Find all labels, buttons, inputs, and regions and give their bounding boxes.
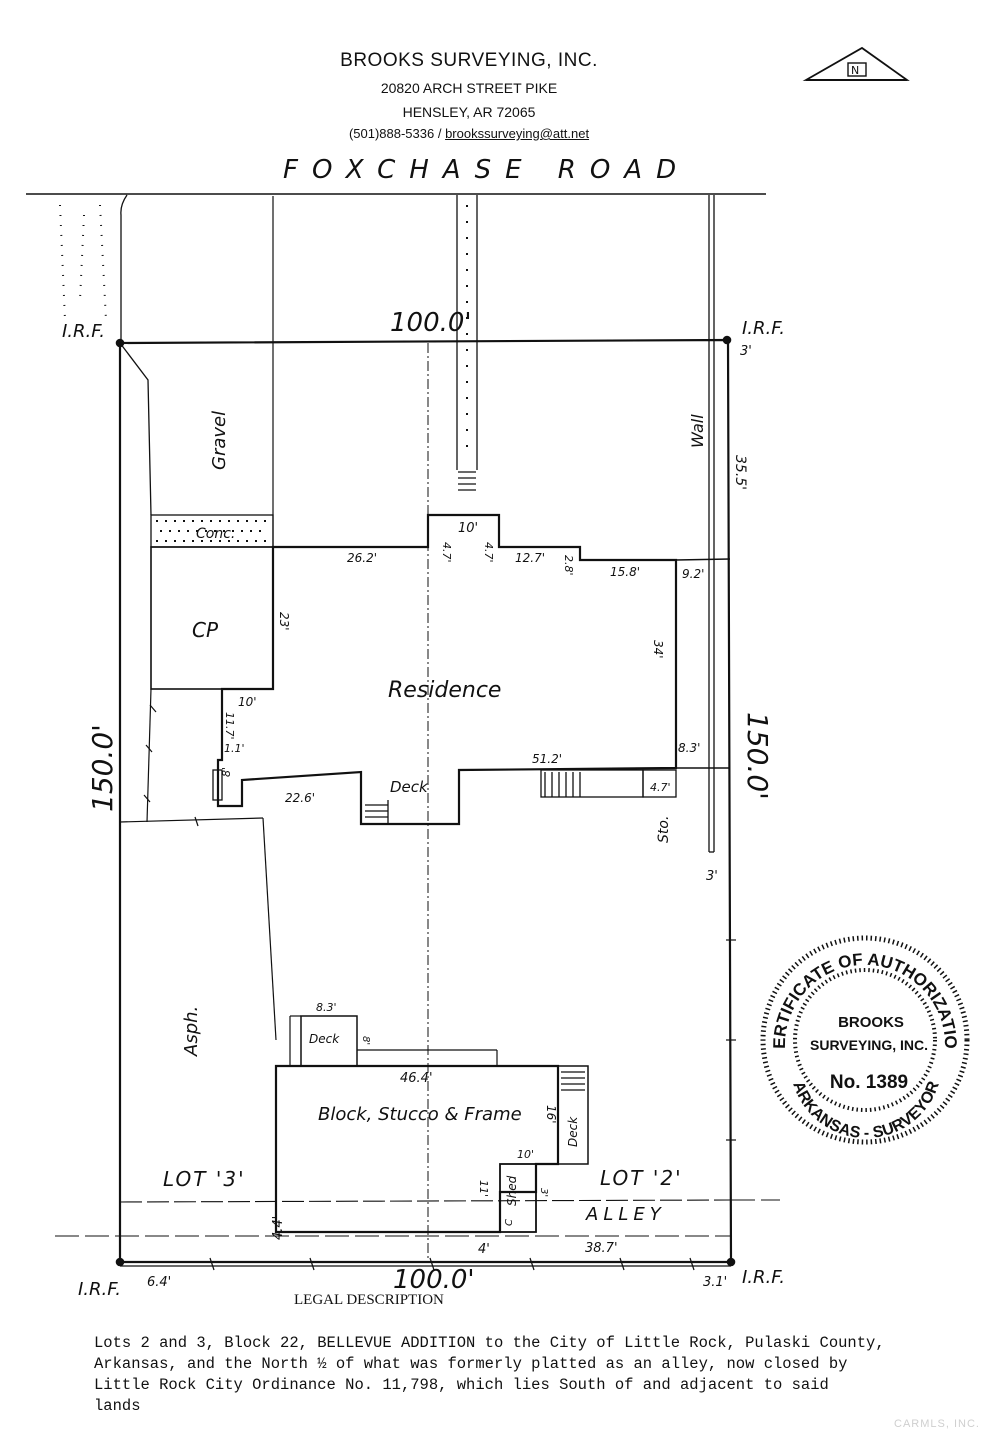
street-label: FOXCHASE ROAD [283,155,690,185]
seal-line2: SURVEYING, INC. [810,1037,928,1053]
sto-label: Sto. [656,816,672,843]
dim-8: 8' [220,767,233,777]
email-address: brookssurveying@att.net [445,126,590,141]
rear-building-label: Block, Stucco & Frame [318,1104,522,1125]
seal-line1: BROOKS [838,1014,904,1031]
shed-label: Shed [505,1175,519,1206]
legal-description-title: LEGAL DESCRIPTION [294,1292,444,1308]
residence-outline [216,513,678,826]
dim-22-6: 22.6' [285,791,315,805]
lot3-label: LOT '3' [163,1167,246,1191]
rear-side-deck-label: Deck [566,1116,580,1147]
dim-12-7: 12.7' [515,551,545,565]
monument-sw-label: I.R.F. [78,1279,121,1300]
address-line-2: HENSLEY, AR 72065 [402,104,536,120]
dim-23: 23' [277,612,291,631]
verge-dots [59,204,107,321]
conc-label: Conc. [196,526,235,542]
residence-label: Residence [388,678,501,703]
dim-34: 34' [651,640,665,659]
south-offset: 38.7' [585,1241,618,1256]
wall-label: Wall [688,414,707,448]
dim-10: 10' [458,521,478,536]
rear-building-side: 16' [544,1105,558,1124]
carport-label: CP [192,618,219,642]
sw-offset: 6.4' [147,1275,171,1290]
east-dimension: 150.0' [741,712,774,800]
north-label: N [851,64,859,77]
lot-alley-line [119,1199,732,1203]
contact-line: (501)888-5336 / brookssurveying@att.net [0,126,938,141]
garage-offset: 4.4' [271,1216,286,1240]
south-dimension: 100.0' [393,1265,475,1295]
rear-deck-depth: 8' [360,1036,371,1045]
dim-8-3: 8.3' [678,741,700,755]
dim-1-1: 1.1' [224,742,245,755]
dim-11-7: 11.7' [223,712,236,740]
monument-se [726,1257,736,1267]
phone-number: (501)888-5336 / [348,126,446,141]
seal-number: No. 1389 [830,1072,908,1093]
rear-fence [119,817,264,823]
dim-15-8: 15.8' [610,565,640,579]
dim-51-2: 51.2' [532,752,562,766]
monument-se-label: I.R.F. [742,1267,785,1288]
west-curb-line [120,194,128,343]
west-dimension: 150.0' [86,724,119,812]
rear-building-width: 46.4' [400,1071,433,1086]
south-small: 4' [478,1242,490,1257]
seal [760,935,970,1145]
dim-4-7-a: 4.7' [440,542,453,563]
address-line-1: 20820 ARCH STREET PIKE [380,80,558,96]
company-name: BROOKS SURVEYING, INC. [340,50,598,71]
lot2-label: LOT '2' [600,1166,683,1190]
rear-side-deck [557,1065,589,1165]
monument-ne [722,335,732,345]
rear-deck-label: Deck [309,1032,340,1046]
alley-label: ALLEY [585,1204,666,1225]
gravel-area [119,342,152,516]
shed-c-label: C [504,1219,515,1226]
north-dimension: 100.0' [390,308,472,338]
monument-ne-label: I.R.F. [742,318,785,339]
dim-9-2: 9.2' [682,567,704,581]
monument-nw-label: I.R.F. [62,321,105,342]
rear-deck-dim: 8.3' [316,1001,337,1014]
driveway [456,195,478,491]
monument-sw [115,1257,125,1267]
dim-4-7-b: 4.7' [482,542,495,563]
shed-side-dim: 11' [477,1180,490,1197]
wall-distance: 35.5' [732,455,748,490]
east-offset-mid: 3' [706,869,718,884]
shed-top-dim: 10' [517,1148,534,1161]
asph-label: Asph. [181,1006,202,1057]
dim-10-b: 10' [238,695,257,709]
dim-4-7-c: 4.7' [650,781,671,794]
dim-2-8: 2.8' [562,555,575,576]
shed [499,1163,537,1233]
watermark: CARMLS, INC. [894,1418,980,1430]
rear-building-outline [274,1064,560,1234]
shed-small-dim: 3' [538,1188,549,1197]
gravel-label: Gravel [209,411,230,470]
north-arrow-icon [802,46,910,81]
east-offset-bottom: 3.1' [703,1275,727,1290]
east-offset-top: 3' [740,344,752,359]
deck-label: Deck [390,778,429,796]
legal-description-text: Lots 2 and 3, Block 22, BELLEVUE ADDITIO… [94,1334,885,1415]
dim-26-2: 26.2' [347,551,377,565]
